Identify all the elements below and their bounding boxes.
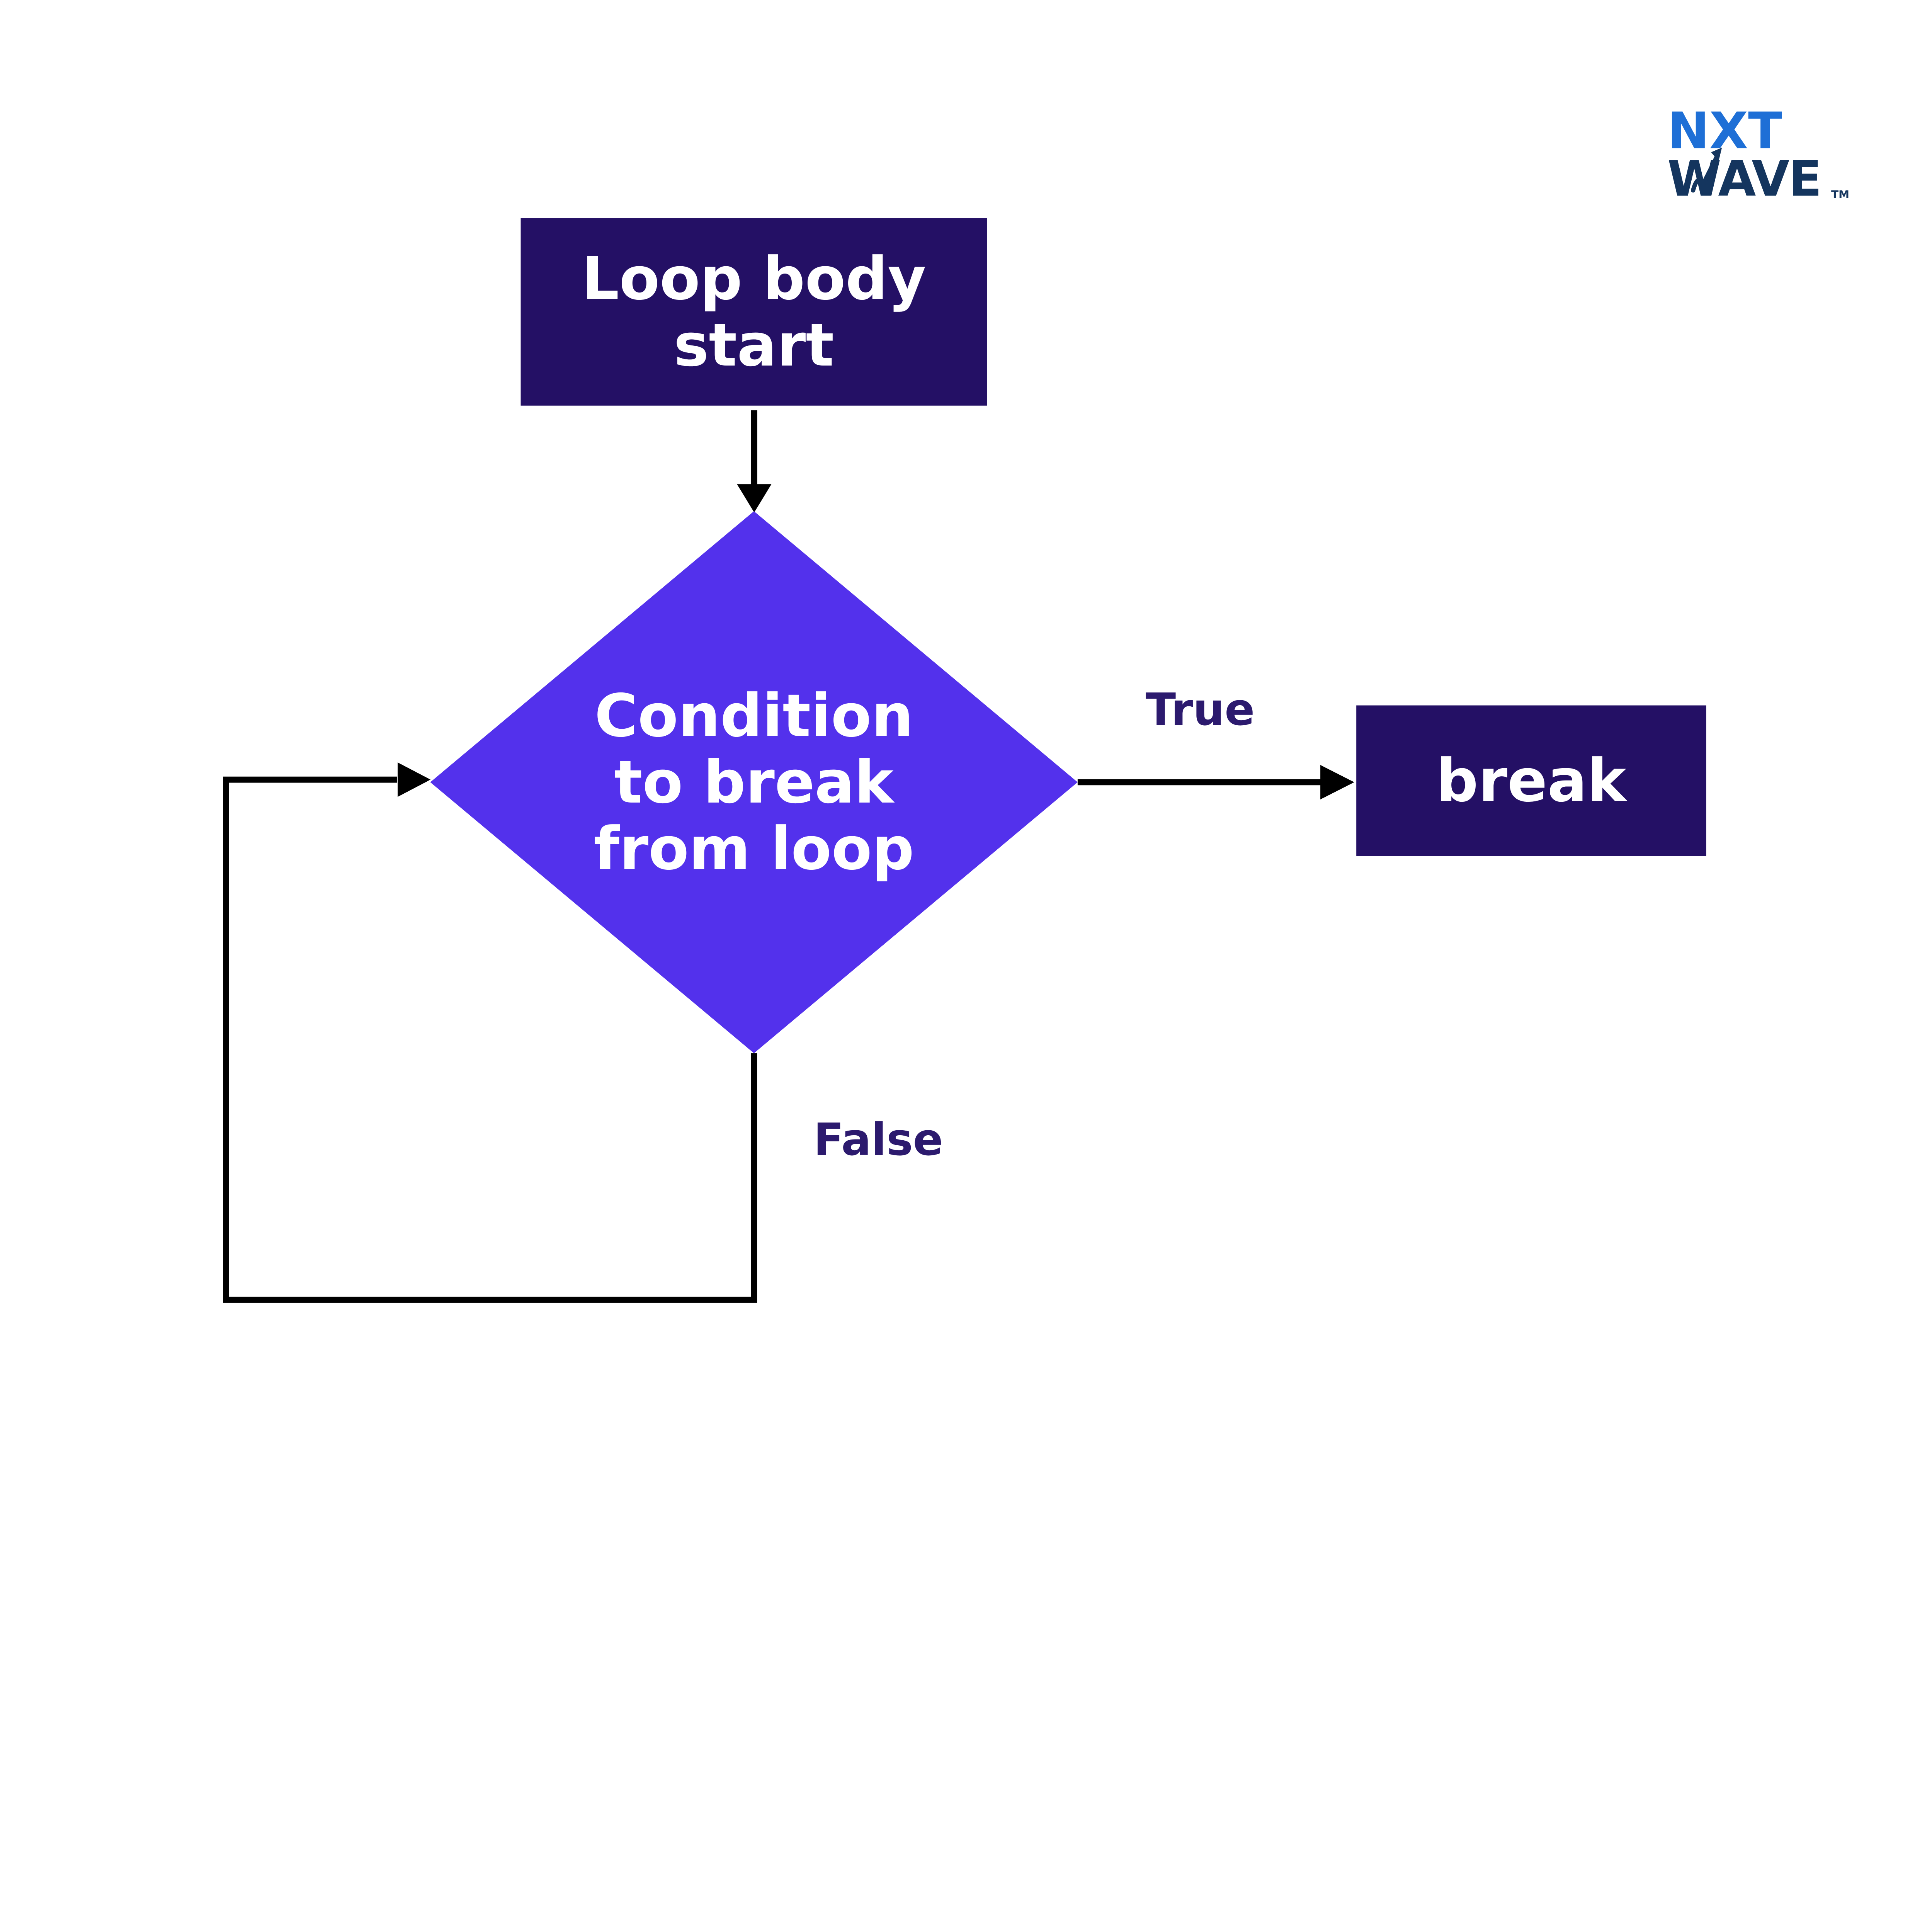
arrowhead-loopback-icon [398, 762, 431, 797]
loop-body-node [520, 218, 987, 406]
arrowhead-down-icon [737, 484, 772, 513]
condition-diamond-node [430, 511, 1078, 1053]
logo-wave-text: WAVE [1667, 150, 1821, 203]
nxtwave-logo: NXT WAVE TM [1667, 111, 1853, 203]
logo-growth-arrow-icon [1690, 153, 1719, 193]
logo-nxt-text: NXT [1667, 111, 1782, 160]
nxtwave-logo-graphic: NXT WAVE TM [1667, 111, 1849, 203]
logo-growth-arrowhead-icon [1711, 147, 1722, 162]
arrowhead-right-icon [1320, 765, 1354, 799]
logo-trademark-text: TM [1831, 188, 1849, 201]
edge-false-loopback [223, 776, 757, 1303]
break-node [1356, 705, 1706, 856]
flowchart-canvas: Loop body start Condition to break from … [223, 110, 1853, 1303]
flowchart-shapes-layer [223, 218, 1706, 1303]
